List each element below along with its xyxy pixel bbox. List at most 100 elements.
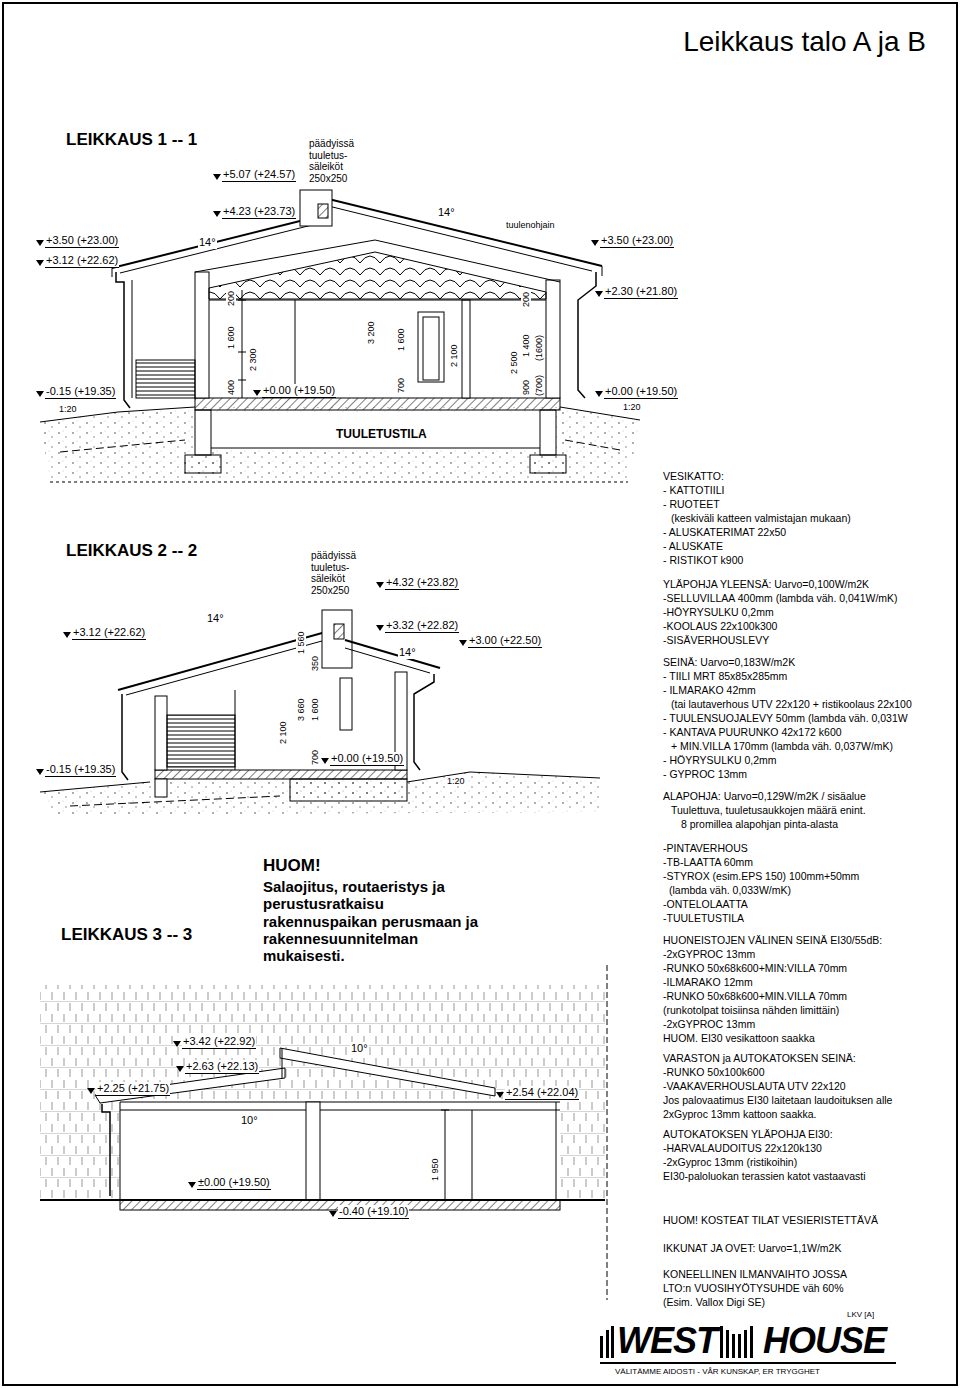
spec-text: -SELLUVILLAA 400mm (lambda väh. 0,041W/m… [662,592,899,604]
dimension-line [441,1110,449,1200]
roof [300,190,332,226]
foundation [530,455,566,473]
ground-soil [40,782,150,792]
roof [126,636,340,695]
spec-text: - HÖYRYSULKU 0,2mm [662,754,778,766]
door [418,312,444,382]
dimension: 700 [310,749,320,766]
foundation [185,410,566,473]
spec-text: LTO:n VUOSIHYÖTYSUHDE väh 60% [662,1282,845,1294]
spec-text: (lambda väh. 0,033W/mK) [668,884,792,896]
slope-label: 14° [206,612,225,625]
level-label: +0.00 (+19.50) [330,752,404,766]
dimension: 2 300 [248,347,258,372]
ground-soil [40,407,640,482]
level-label: +0.00 (+19.50) [604,385,678,399]
spec-text: -STYROX (esim.EPS 150) 100mm+50mm [662,870,860,882]
part-label: tuulenohjain [505,220,556,230]
spec-text: -RUNKO 50x68k600+MIN:VILLA 70mm [662,962,848,974]
logo-bars [600,1362,896,1364]
dimension-line [238,290,246,398]
spec-text: Jos palovaatimus EI30 laitetaan laudoitu… [662,1094,893,1106]
roof [322,610,352,668]
dimension: 1 400 [521,333,531,358]
floor-slab [155,770,407,801]
dimension: 1 600 [226,325,236,350]
spec-text: (Esim. Vallox Digi SE) [662,1296,766,1308]
spec-text: -TB-LAATTA 60mm [662,856,754,868]
logo-bars [726,1330,729,1358]
roof [112,190,602,277]
note-heading: HUOM! [262,856,322,876]
ground-soil [211,412,540,448]
dimension: 200 [226,290,236,307]
level-label: +0.00 (+19.50) [262,384,336,398]
foundation [185,455,221,473]
slope-label: 10° [240,1114,259,1127]
downpipe [578,272,596,398]
page-title: Leikkaus talo A ja B [683,26,926,58]
ground-soil [407,772,600,782]
note-text: Salaojitus, routaeristys ja perustusratk… [262,878,492,964]
roof [95,1048,495,1103]
walls [235,690,236,770]
dimension: 1 600 [310,697,320,722]
spec-text: Tuulettuva, tuuletusaukkojen määrä enint… [670,804,867,816]
roof [300,192,602,266]
downpipe [116,272,130,408]
level-label: ±0.00 (+19.50) [197,1176,271,1190]
ground-soil [40,407,640,482]
downpipe [122,674,434,780]
level-label: +3.00 (+22.50) [468,634,542,648]
level-label: +2.63 (+22.13) [185,1060,259,1074]
roof [118,628,340,690]
ground-soil [60,440,185,452]
slope-label: 14° [398,646,417,659]
spec-text: -VAAKAVERHOUSLAUTA UTV 22x120 [662,1080,847,1092]
dimension: 1 950 [430,1157,440,1182]
page-frame [3,3,957,1385]
walls [155,672,407,770]
level-label: +3.12 (+22.62) [72,626,146,640]
dimension: 350 [310,655,320,672]
slope-label: 14° [437,206,456,219]
downpipe [122,694,128,780]
logo-bars [720,1326,723,1358]
spec-text: - TUULENSUOJALEVY 50mm (lambda väh. 0,03… [662,712,909,724]
spec-text: -ILMARAKO 12mm [662,976,754,988]
spec-text: VESIKATTO: [662,470,725,482]
roof [280,1048,495,1096]
foundation [540,410,556,455]
spec-text: (keskiväli katteen valmistajan mukaan) [670,512,852,524]
floor-slab [155,779,167,797]
ground-soil [565,440,620,450]
spec-text: -HARVALAUDOITUS 22x120k130 [662,1142,823,1154]
foundation [195,410,211,455]
walls [340,678,352,730]
dimension: 1 600 [396,327,406,352]
level-label: +4.23 (+23.73) [222,205,296,219]
floor-slab [195,398,560,410]
spec-text: (tai lautaverhous UTV 22x120 + ristikool… [670,698,913,710]
spec-text: - KATTOTIILI [662,484,725,496]
spec-text: -2xGYPROC 13mm [662,948,756,960]
spec-text: AUTOKATOKSEN YLÄPOHJA EI30: [662,1128,834,1140]
level-label: +2.54 (+22.04) [505,1086,579,1100]
logo-bars [750,1326,753,1358]
ground-soil [70,796,280,806]
roof-insulation [209,252,546,299]
dimension: (1600) [534,334,544,362]
spec-text: - ALUSKATE [662,540,724,552]
roof-insulation [195,240,560,299]
spec-text: -2xGyproc 13mm (ristikoihin) [662,1156,798,1168]
dimension: 900 [521,379,531,396]
spec-text: -HÖYRYSULKU 0,2mm [662,606,775,618]
dimension: 2 100 [449,343,459,368]
dimension-line [242,290,243,398]
carport-frame [40,1102,605,1210]
spec-text: IKKUNAT JA OVET: Uarvo=1,1W/m2K [662,1242,842,1254]
section-heading: LEIKKAUS 2 -- 2 [65,541,198,561]
section-heading: LEIKKAUS 1 -- 1 [65,130,198,150]
vent-note: päädyissä tuuletus- säleiköt 250x250 [308,138,368,184]
dimension: 200 [521,291,531,308]
